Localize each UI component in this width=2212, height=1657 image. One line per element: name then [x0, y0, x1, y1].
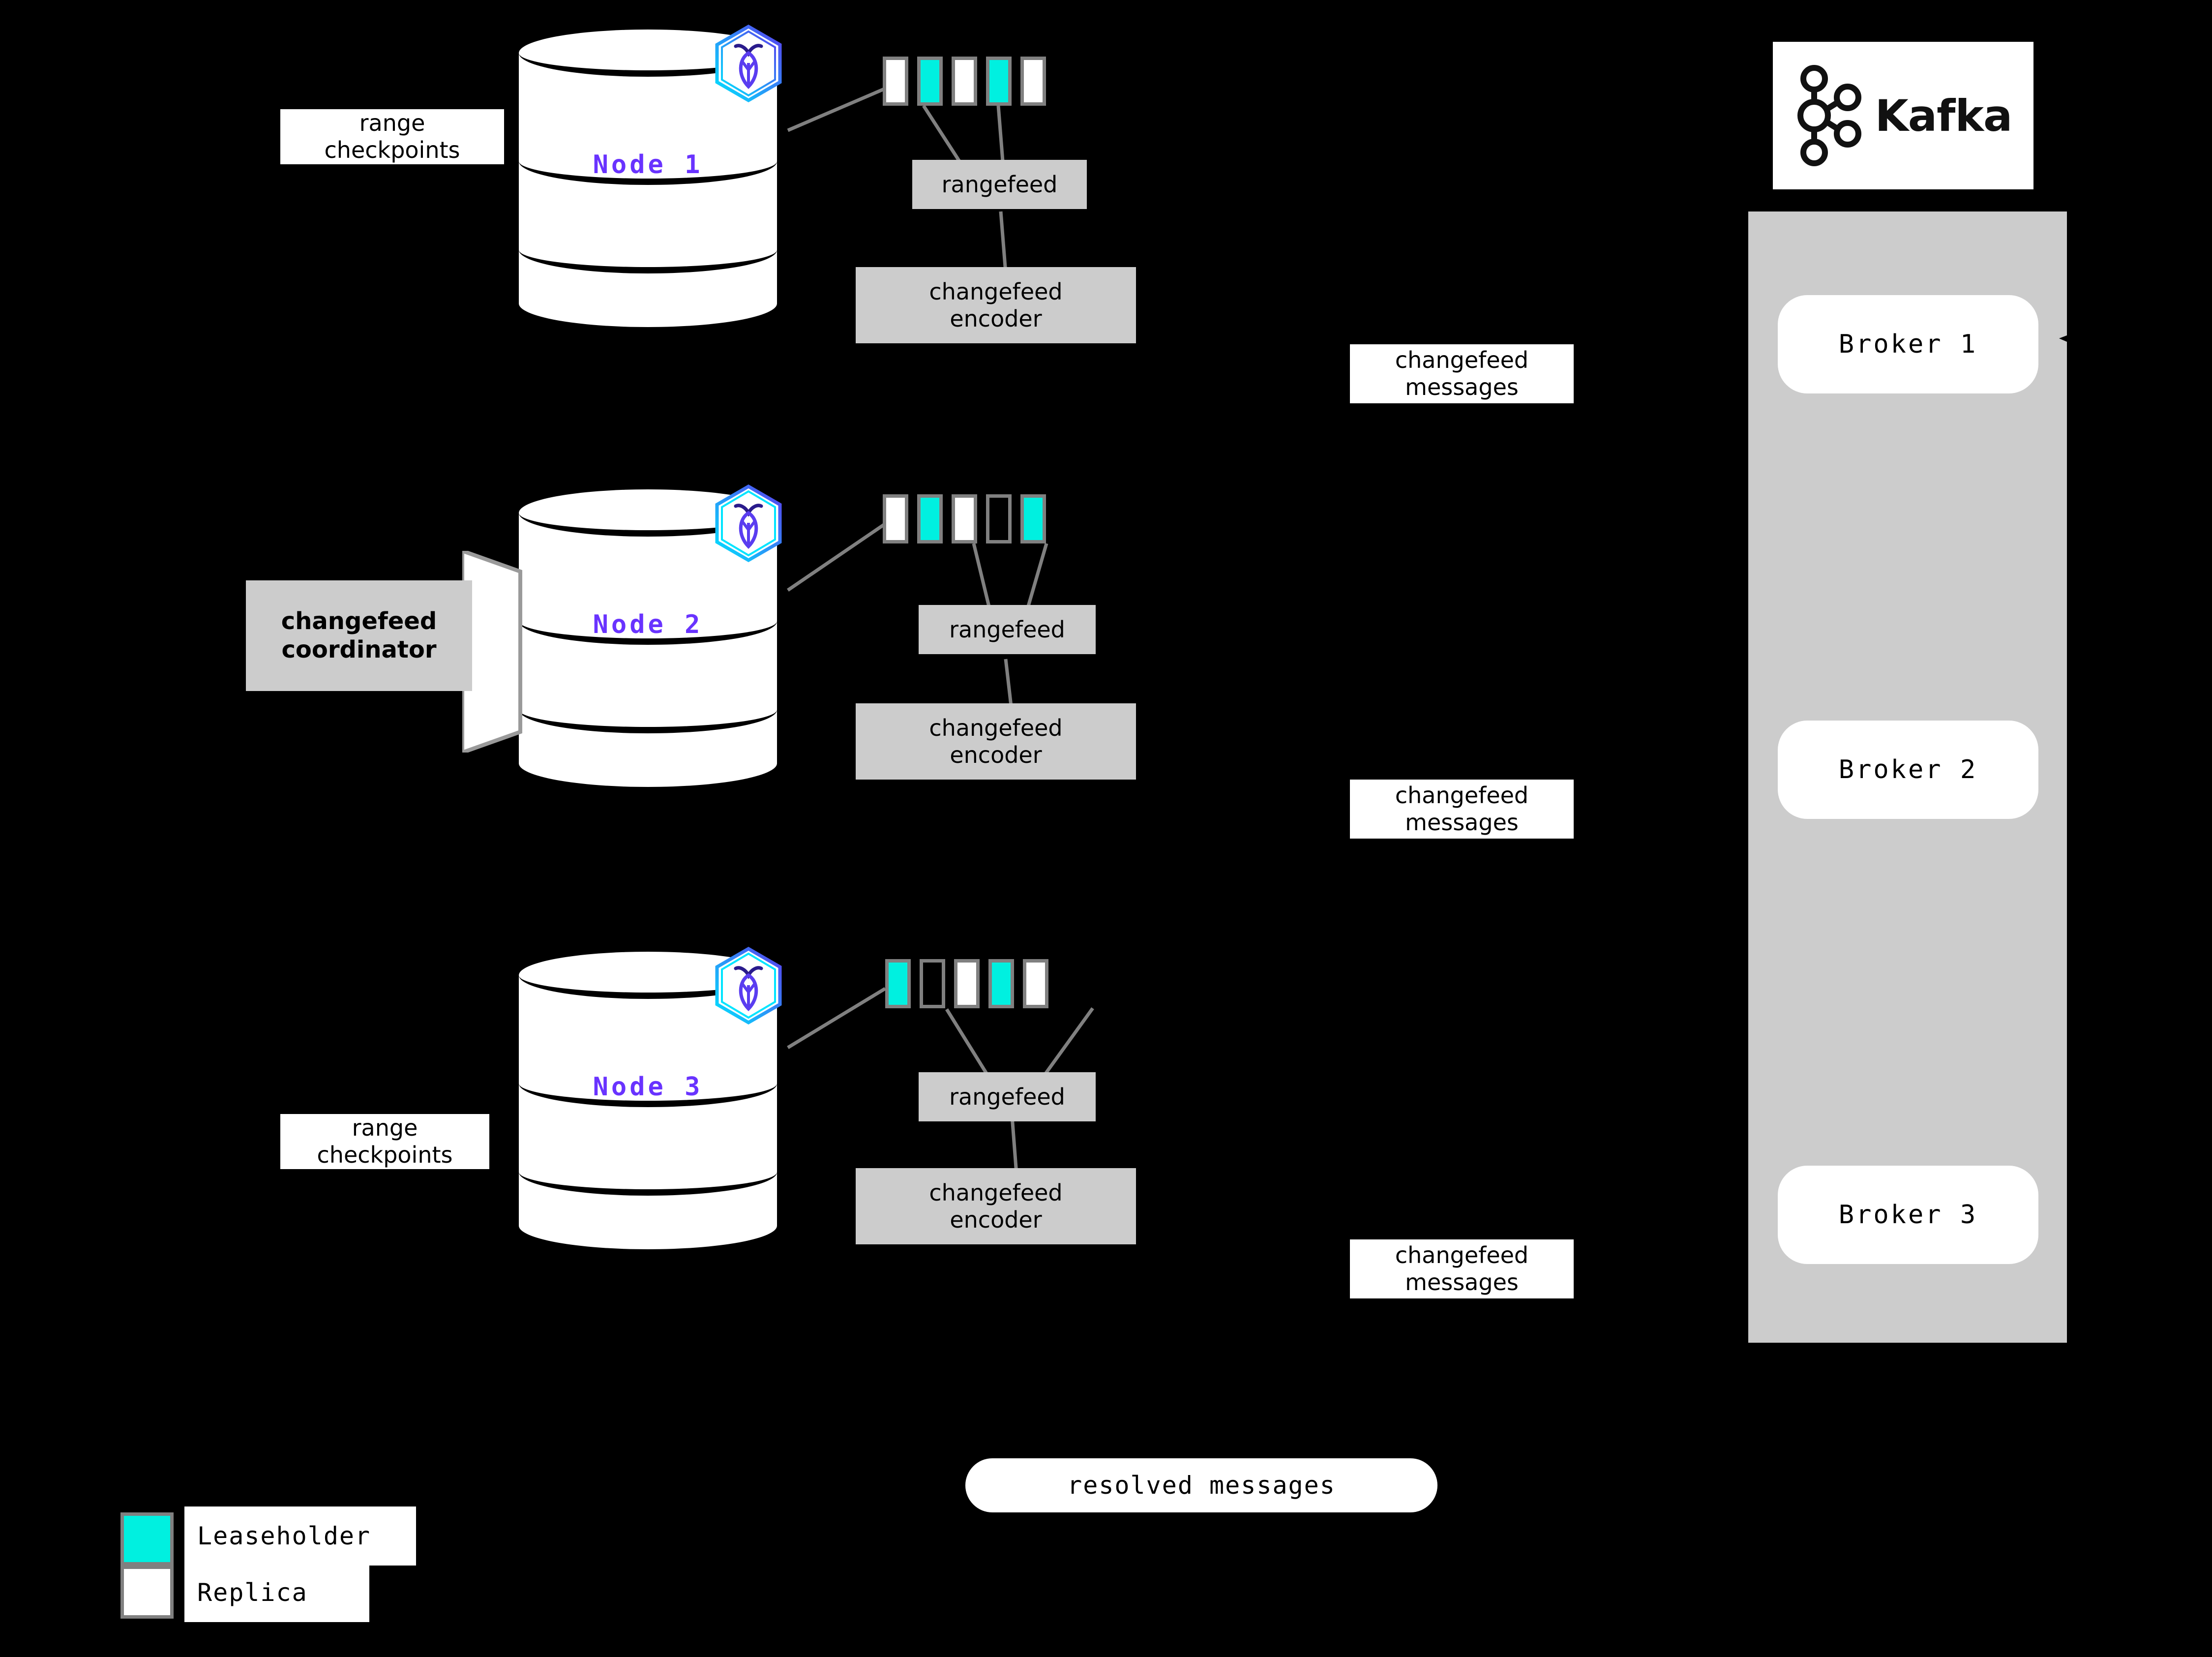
kafka-broker-1[interactable]: Broker 1	[1778, 295, 2038, 393]
changefeed-messages-label-1: changefeed messages	[1350, 344, 1574, 403]
kafka-wordmark: Kafka	[1875, 90, 2013, 141]
range-box	[920, 959, 945, 1008]
node-3-rangefeed-box: rangefeed	[919, 1072, 1096, 1121]
node-1-changefeed-encoder-box: changefeed encoder	[856, 267, 1136, 343]
node-label: Node 2	[593, 610, 703, 639]
node-3-range-row	[885, 959, 1048, 1008]
kafka-inbound-arrow-icon	[2058, 325, 2088, 354]
range-checkpoints-label-top: range checkpoints	[280, 109, 504, 164]
node-3-changefeed-encoder-box: changefeed encoder	[856, 1168, 1136, 1244]
legend-swatch-leaseholder	[120, 1512, 174, 1566]
range-box	[986, 57, 1012, 106]
cylinder-ring	[519, 686, 777, 733]
encoder-line-2: encoder	[950, 1206, 1042, 1233]
range-checkpoints-label-bottom: range checkpoints	[280, 1114, 489, 1169]
legend-label-replica: Replica	[184, 1563, 369, 1622]
range-box	[1023, 959, 1048, 1008]
node-1-cylinder: Node 1	[519, 30, 777, 327]
range-checkpoints-line-2: checkpoints	[317, 1142, 453, 1168]
legend-swatch-replica	[120, 1566, 174, 1619]
changefeed-messages-line-2: messages	[1405, 1269, 1519, 1295]
node-2-changefeed-encoder-box: changefeed encoder	[856, 703, 1136, 780]
range-box	[952, 494, 977, 543]
kafka-broker-2[interactable]: Broker 2	[1778, 721, 2038, 819]
changefeed-messages-line-1: changefeed	[1395, 346, 1529, 373]
node-1-range-row	[883, 57, 1046, 106]
range-box	[917, 494, 943, 543]
encoder-line-2: encoder	[950, 305, 1042, 332]
kafka-logo: Kafka	[1773, 42, 2033, 189]
changefeed-messages-line-2: messages	[1405, 374, 1519, 400]
range-box	[988, 959, 1014, 1008]
coordinator-line-2: coordinator	[281, 635, 437, 663]
encoder-line-1: changefeed	[929, 715, 1063, 742]
range-box	[952, 57, 977, 106]
changefeed-messages-line-1: changefeed	[1395, 1241, 1529, 1268]
changefeed-coordinator-box: changefeed coordinator	[246, 580, 472, 691]
coordinator-line-1: changefeed	[281, 607, 437, 635]
cockroachdb-logo-icon	[714, 24, 783, 103]
changefeed-messages-line-1: changefeed	[1395, 782, 1529, 809]
changefeed-messages-line-2: messages	[1405, 809, 1519, 836]
range-box	[883, 57, 908, 106]
node-1-rangefeed-box: rangefeed	[912, 160, 1087, 209]
range-box	[1020, 494, 1046, 543]
range-box	[1020, 57, 1046, 106]
node-2-range-row	[883, 494, 1046, 543]
changefeed-messages-label-2: changefeed messages	[1350, 780, 1574, 839]
range-box	[986, 494, 1012, 543]
kafka-broker-3[interactable]: Broker 3	[1778, 1166, 2038, 1264]
kafka-mark-icon	[1797, 65, 1861, 166]
range-box	[917, 57, 943, 106]
range-checkpoints-line-1: range	[359, 109, 425, 136]
range-box	[883, 494, 908, 543]
range-checkpoints-line-1: range	[352, 1114, 418, 1141]
encoder-line-2: encoder	[950, 741, 1042, 768]
node-2-rangefeed-box: rangefeed	[919, 605, 1096, 654]
node-label: Node 1	[593, 150, 703, 180]
encoder-line-1: changefeed	[929, 1179, 1063, 1206]
cockroachdb-logo-icon	[714, 946, 783, 1025]
encoder-line-1: changefeed	[929, 278, 1063, 305]
cockroachdb-logo-icon	[714, 484, 783, 563]
range-box	[885, 959, 911, 1008]
cylinder-ring	[519, 226, 777, 273]
range-checkpoints-line-2: checkpoints	[324, 137, 460, 163]
node-2-cylinder: Node 2	[519, 489, 777, 787]
range-box	[954, 959, 980, 1008]
resolved-messages-pill: resolved messages	[965, 1458, 1437, 1512]
changefeed-messages-label-3: changefeed messages	[1350, 1239, 1574, 1298]
node-label: Node 3	[593, 1072, 703, 1102]
legend-label-leaseholder: Leaseholder	[184, 1506, 416, 1566]
cylinder-ring	[519, 1148, 777, 1196]
